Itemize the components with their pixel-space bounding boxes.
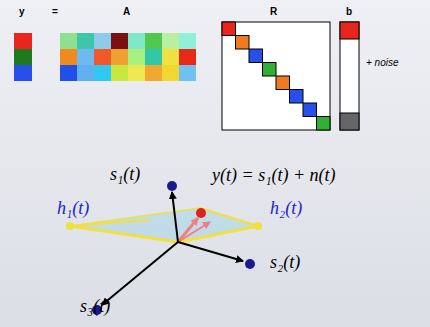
matrix-cell — [179, 49, 196, 65]
vector-label: y — [19, 7, 25, 17]
equals-sign: = — [52, 7, 58, 17]
matrix-cell — [162, 65, 179, 81]
b-vector — [340, 22, 359, 130]
matrix-cell — [162, 49, 179, 65]
diagonal-cell — [303, 103, 317, 117]
diagonal-cell — [236, 36, 250, 50]
matrix-cell — [128, 49, 145, 65]
matrix-cell — [94, 49, 111, 65]
signal-label: s₁(t) — [110, 165, 140, 183]
matrix-cell — [111, 65, 128, 81]
matrix-cell — [77, 49, 94, 65]
matrix-cell — [128, 65, 145, 81]
matrix-label: A — [123, 7, 130, 17]
y-vector — [14, 33, 32, 81]
diagonal-cell — [249, 49, 263, 63]
matrix-cell — [145, 33, 162, 49]
matrix-cell — [77, 33, 94, 49]
matrix-cell — [60, 49, 77, 65]
matrix-cell — [145, 65, 162, 81]
matrix-cell — [94, 33, 111, 49]
matrix-cell — [179, 33, 196, 49]
matrix-cell — [77, 65, 94, 81]
channel-label: h₂(t) — [270, 199, 302, 217]
matrix-cell — [179, 65, 196, 81]
matrix-cell — [145, 49, 162, 65]
a-matrix — [60, 33, 196, 81]
matrix-cell — [128, 33, 145, 49]
r-matrix — [222, 22, 330, 130]
vector-label: b — [346, 7, 352, 17]
matrix-cell — [94, 65, 111, 81]
matrix-cell — [111, 49, 128, 65]
noise-label: + noise — [366, 58, 399, 68]
diagonal-cell — [276, 76, 290, 90]
diagonal-cell — [290, 90, 304, 104]
equation: y(t) = s₁(t) + n(t) — [212, 166, 336, 184]
signal-label: s₃(t) — [80, 297, 110, 315]
diagonal-cell — [317, 117, 331, 131]
diagonal-cell — [263, 63, 277, 77]
diagonal-cell — [222, 22, 236, 36]
matrix-cell — [60, 33, 77, 49]
signal-space-figure — [66, 181, 262, 315]
channel-label: h₁(t) — [57, 199, 89, 217]
matrix-cell — [111, 33, 128, 49]
matrix-cell — [60, 65, 77, 81]
signal-label: s₂(t) — [270, 253, 300, 271]
matrix-label: R — [270, 7, 277, 17]
matrix-cell — [162, 33, 179, 49]
